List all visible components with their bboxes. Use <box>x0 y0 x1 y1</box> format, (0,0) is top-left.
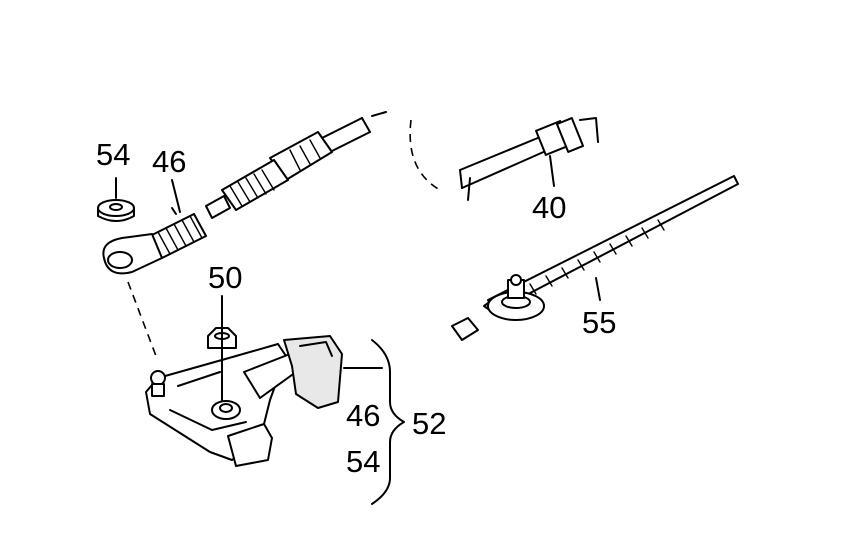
cable-tie-part-55 <box>451 175 739 341</box>
bushing-part-54 <box>97 199 163 275</box>
callout-52: 52 <box>412 406 446 441</box>
callout-54-top: 54 <box>96 137 130 172</box>
cable-part-40 <box>409 117 599 201</box>
selector-lever-assembly <box>145 335 343 467</box>
callout-46-top: 46 <box>152 144 186 179</box>
callout-55: 55 <box>582 305 616 340</box>
group-bracket <box>371 339 405 505</box>
callout-50: 50 <box>208 260 242 295</box>
callout-40: 40 <box>532 190 566 225</box>
cable-part-46 <box>205 111 387 219</box>
callout-46-bracket: 46 <box>346 398 380 433</box>
callout-54-bracket: 54 <box>346 444 380 479</box>
leader-lines <box>115 155 601 401</box>
